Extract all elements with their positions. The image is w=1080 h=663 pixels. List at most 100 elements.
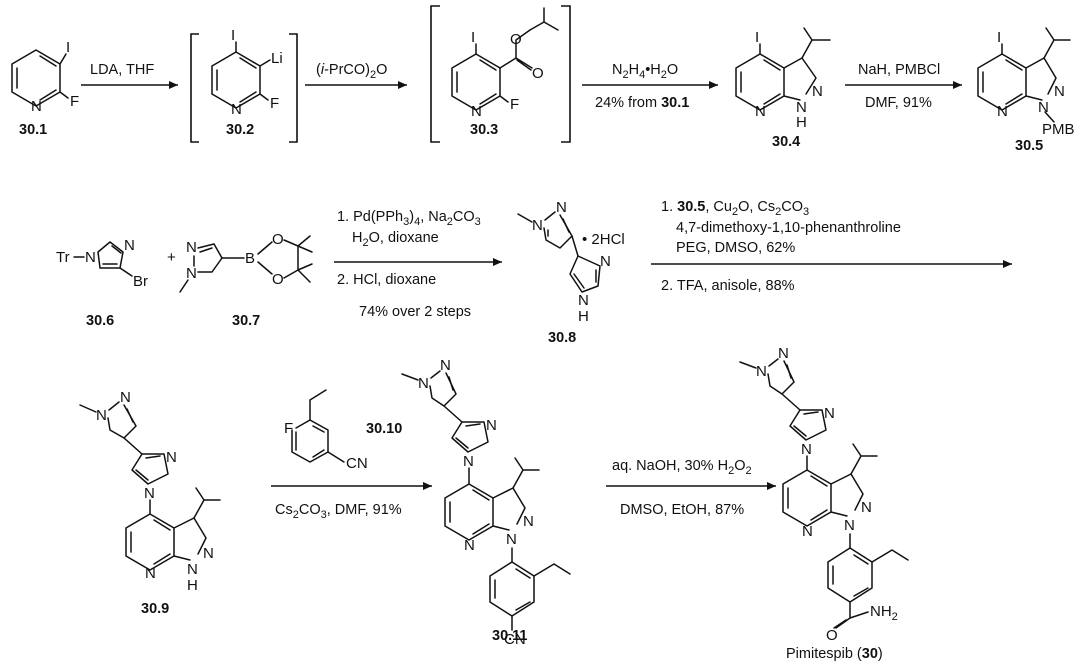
compound-30-11-structure: N N N N N N N CN: [401, 357, 571, 648]
imidazole-n1: N: [144, 485, 155, 502]
dihydrochloride-salt: • 2HCl: [582, 231, 625, 248]
label-30-6: 30.6: [86, 313, 114, 329]
condition-coupling-1b: 4,7-dimethoxy-1,10-phenanthroline: [676, 220, 901, 236]
boronate-oxygen: O: [272, 271, 284, 288]
bromine-atom: Br: [133, 273, 148, 290]
condition-dmf-91: DMF, 91%: [865, 95, 932, 111]
condition-suzuki-2: 2. HCl, dioxane: [337, 272, 436, 288]
imidazole-n1: N: [463, 453, 474, 470]
fluorine-atom: F: [70, 93, 79, 110]
trityl-group: Tr: [56, 249, 70, 266]
arrowhead: [953, 81, 962, 89]
condition-coupling-2: 2. TFA, anisole, 88%: [661, 278, 795, 294]
bracket-right: [561, 5, 571, 143]
arrowhead: [423, 482, 432, 490]
pyrazole-n1: N: [96, 407, 107, 424]
boronate-oxygen: O: [272, 231, 284, 248]
condition-hydrolysis-2: DMSO, EtOH, 87%: [620, 502, 744, 518]
compound-30-8-structure: N N • 2HCl N N H: [517, 199, 625, 325]
condition-anhydride: (i-PrCO)2O: [316, 62, 387, 81]
lithium-atom: Li: [271, 50, 283, 67]
fluorine-atom: F: [270, 95, 279, 112]
label-30-7: 30.7: [232, 313, 260, 329]
pyrazole-nh: N: [187, 561, 198, 578]
pyrazole-n1: N: [186, 265, 197, 282]
label-30-2: 30.2: [226, 122, 254, 138]
pyrazole-nitrogen: N: [861, 499, 872, 516]
pmb-group: PMB: [1042, 121, 1075, 138]
arrowhead: [169, 81, 178, 89]
label-30-3: 30.3: [470, 122, 498, 138]
pyrazole-n1: N: [756, 363, 767, 380]
condition-nah-pmbcl: NaH, PMBCl: [858, 62, 940, 78]
amide-nitrogen: NH2: [870, 603, 898, 623]
arrowhead: [398, 81, 407, 89]
iodine-atom: I: [471, 29, 475, 46]
arrowhead: [1003, 260, 1012, 268]
condition-yield-24: 24% from 30.1: [595, 95, 689, 111]
pyrazole-nh: N: [796, 99, 807, 116]
condition-coupling-1c: PEG, DMSO, 62%: [676, 240, 795, 256]
imidazole-n3: N: [486, 417, 497, 434]
label-30-8: 30.8: [548, 330, 576, 346]
compound-30-1-structure: I F N: [11, 39, 79, 115]
fluorine-atom: F: [284, 420, 293, 437]
compound-30-5-structure: I N N PMB N: [977, 27, 1075, 138]
pyrazole-n1: N: [418, 375, 429, 392]
nitrogen-atom: N: [471, 103, 482, 120]
bracket-left: [190, 33, 199, 143]
imidazole-n1: N: [801, 441, 812, 458]
pyrazole-n2: N: [186, 239, 197, 256]
nitrogen-atom: N: [31, 98, 42, 115]
iodine-atom: I: [231, 27, 235, 44]
pyrazole-n2: N: [440, 357, 451, 374]
hydrogen-atom: H: [796, 114, 807, 131]
iodine-atom: I: [997, 29, 1001, 46]
condition-suzuki-1a: 1. Pd(PPh3)4, Na2CO3: [337, 209, 481, 228]
pyrazole-n2: N: [120, 389, 131, 406]
condition-hydrolysis-1: aq. NaOH, 30% H2O2: [612, 458, 752, 477]
label-30-1: 30.1: [19, 122, 47, 138]
condition-lda-thf: LDA, THF: [90, 62, 154, 78]
compound-30-structure: N N N N N N N O NH2: [739, 345, 909, 644]
nitrogen-atom: N: [997, 103, 1008, 120]
boron-atom: B: [245, 250, 255, 267]
label-30-9: 30.9: [141, 601, 169, 617]
hydrogen-atom: H: [578, 308, 589, 325]
bracket-left: [430, 5, 440, 143]
nitrogen-atom: N: [755, 103, 766, 120]
nitrogen-atom: N: [231, 101, 242, 118]
imidazole-n3: N: [824, 405, 835, 422]
label-30-4: 30.4: [772, 134, 800, 150]
imidazole-n3: N: [124, 237, 135, 254]
label-30-10: 30.10: [366, 421, 402, 437]
compound-30-10-structure: F CN: [284, 389, 368, 472]
pyrazole-nitrogen: N: [1054, 83, 1065, 100]
pyridine-nitrogen: N: [464, 537, 475, 554]
pyrazole-nitrogen: N: [203, 545, 214, 562]
label-30-5: 30.5: [1015, 138, 1043, 154]
pyrazole-n1-aryl: N: [844, 517, 855, 534]
compound-30-7-structure: N N B O O: [179, 231, 313, 293]
iodine-atom: I: [66, 39, 70, 56]
imidazole-nh: N: [578, 292, 589, 309]
plus-sign: +: [167, 249, 176, 266]
pyridine-nitrogen: N: [145, 565, 156, 582]
pyrazole-n1: N: [1038, 99, 1049, 116]
pyrazole-nitrogen: N: [523, 513, 534, 530]
condition-suzuki-yield: 74% over 2 steps: [359, 304, 471, 320]
nitrile-group: CN: [504, 631, 526, 648]
condition-suzuki-1b: H2O, dioxane: [352, 230, 439, 249]
arrowhead: [709, 81, 718, 89]
condition-snar: Cs2CO3, DMF, 91%: [275, 502, 402, 521]
pyrazole-n2: N: [778, 345, 789, 362]
nitrile-group: CN: [346, 455, 368, 472]
bracket-right: [289, 33, 298, 143]
hydrogen-atom: H: [187, 577, 198, 594]
pyrazole-nitrogen: N: [812, 83, 823, 100]
label-30-11: 30.11: [492, 628, 528, 644]
ester-oxygen: O: [510, 31, 522, 48]
compound-30-9-structure: N N N N N N H N: [79, 389, 221, 594]
pyrazole-n1: N: [532, 217, 543, 234]
